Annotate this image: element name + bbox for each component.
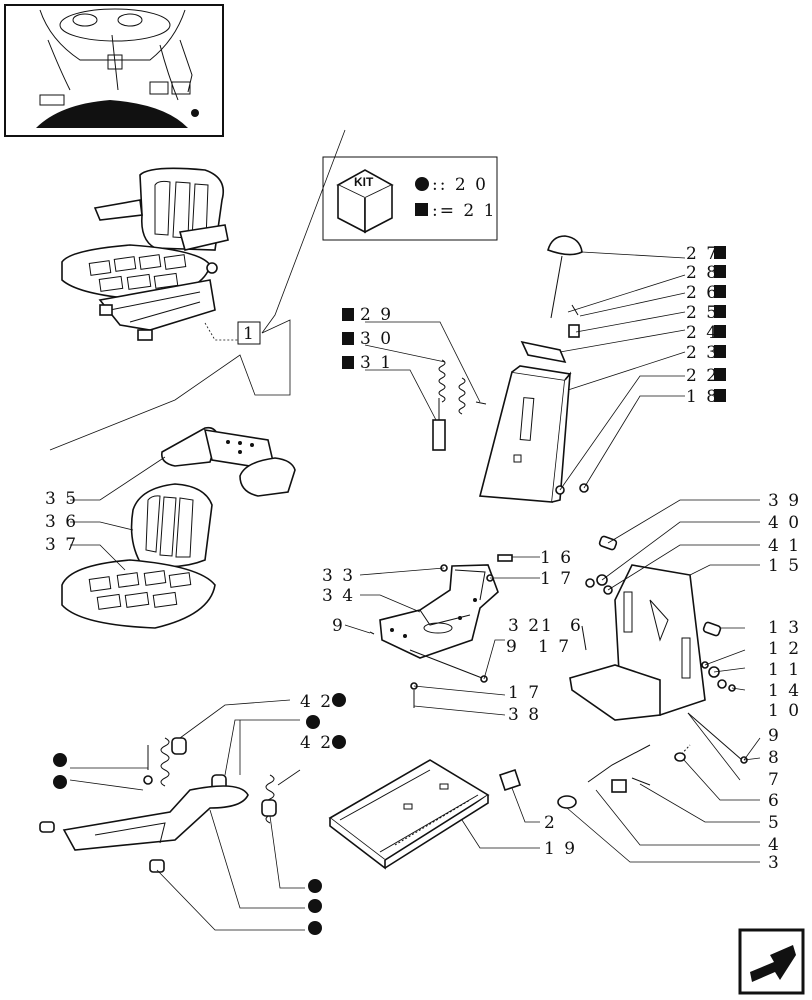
callout-29: 2 9: [360, 305, 393, 325]
callout-4: 4: [768, 835, 781, 855]
circle-marker-icon: [308, 879, 322, 893]
callout-38: 3 8: [508, 705, 541, 725]
seat-frame-bracket: [369, 554, 513, 708]
complete-seat-assembly: [61, 167, 229, 341]
circle-marker-icon: [308, 899, 322, 913]
callout-7: 7: [768, 770, 781, 790]
callout-8: 8: [768, 748, 781, 768]
callout-32-21: 3 21: [508, 616, 554, 636]
callout-6: 6: [570, 616, 583, 636]
callout-15: 1 5: [768, 556, 801, 576]
callout-3: 3: [768, 853, 781, 873]
tractor-seat-thumbnail: [4, 4, 224, 137]
circle-marker-icon: [332, 693, 346, 707]
callout-17: 1 7: [540, 569, 573, 589]
callout-5: 5: [768, 813, 781, 833]
leader-lines: [69, 251, 761, 931]
callout-9: 9: [768, 726, 781, 746]
square-marker-icon: [714, 285, 726, 298]
callout-2: 2: [544, 813, 557, 833]
callout-markers: [53, 246, 726, 935]
circle-marker-icon: [415, 177, 429, 191]
callout-42: 4 2: [300, 733, 333, 753]
suspension-column: [478, 235, 589, 503]
callout-6: 6: [768, 791, 781, 811]
swing-arm-assembly: [39, 737, 277, 873]
callout-labels: 2 7 2 8 2 6 2 5 2 4 2 3 2 2 1 8 2 9 3 0 …: [45, 244, 801, 873]
callout-35: 3 5: [45, 489, 78, 509]
callout-33: 3 3: [322, 566, 355, 586]
square-marker-icon: [714, 265, 726, 278]
callout-9: 9: [506, 637, 519, 657]
square-marker-icon: [714, 305, 726, 318]
callout-13: 1 3: [768, 618, 801, 638]
callout-22: 2 2: [686, 366, 719, 386]
callout-37: 3 7: [45, 535, 78, 555]
slide-rail-and-lever: [328, 744, 691, 870]
callout-11: 1 1: [768, 660, 801, 680]
circle-marker-icon: [308, 921, 322, 935]
seat-cushions-exploded: [61, 426, 296, 629]
callout-26: 2 6: [686, 283, 719, 303]
square-marker-icon: [342, 356, 354, 369]
callout-23: 2 3: [686, 343, 719, 363]
springs-and-damper: [432, 359, 487, 451]
callout-17: 1 7: [538, 637, 571, 657]
circle-marker-icon: [306, 715, 320, 729]
callout-31: 3 1: [360, 353, 393, 373]
reference-box-label: 1: [243, 324, 256, 344]
kit-legend-square-text: := 2 1: [432, 201, 496, 221]
circle-marker-icon: [53, 775, 67, 789]
callout-9: 9: [332, 616, 345, 636]
kit-legend-circle-text: :: 2 0: [432, 175, 488, 195]
callout-25: 2 5: [686, 303, 719, 323]
callout-17: 1 7: [508, 683, 541, 703]
next-page-arrow-icon[interactable]: [738, 928, 805, 995]
circle-marker-icon: [53, 753, 67, 767]
callout-14: 1 4: [768, 681, 801, 701]
callout-27: 2 7: [686, 244, 719, 264]
callout-10: 1 0: [768, 701, 801, 721]
square-marker-icon: [342, 308, 354, 321]
callout-34: 3 4: [322, 586, 355, 606]
callout-28: 2 8: [686, 263, 719, 283]
square-marker-icon: [714, 389, 726, 402]
circle-marker-icon: [332, 735, 346, 749]
callout-40: 4 0: [768, 513, 801, 533]
callout-16: 1 6: [540, 548, 573, 568]
callout-42: 4 2: [300, 692, 333, 712]
kit-legend: KIT :: 2 0 := 2 1: [322, 156, 498, 241]
callout-36: 3 6: [45, 512, 78, 532]
square-marker-icon: [714, 246, 726, 259]
callout-41: 4 1: [768, 536, 801, 556]
callout-12: 1 2: [768, 639, 801, 659]
callout-24: 2 4: [686, 323, 719, 343]
reference-box-1: 1: [49, 129, 346, 451]
square-marker-icon: [342, 332, 354, 345]
square-marker-icon: [714, 325, 726, 338]
side-bracket-assembly: [569, 535, 748, 764]
kit-icon-label: KIT: [354, 175, 374, 189]
square-marker-icon: [714, 368, 726, 381]
square-marker-icon: [415, 203, 428, 216]
callout-19: 1 9: [544, 839, 577, 859]
callout-39: 3 9: [768, 491, 801, 511]
callout-18: 1 8: [686, 387, 719, 407]
callout-30: 3 0: [360, 329, 393, 349]
square-marker-icon: [714, 345, 726, 358]
